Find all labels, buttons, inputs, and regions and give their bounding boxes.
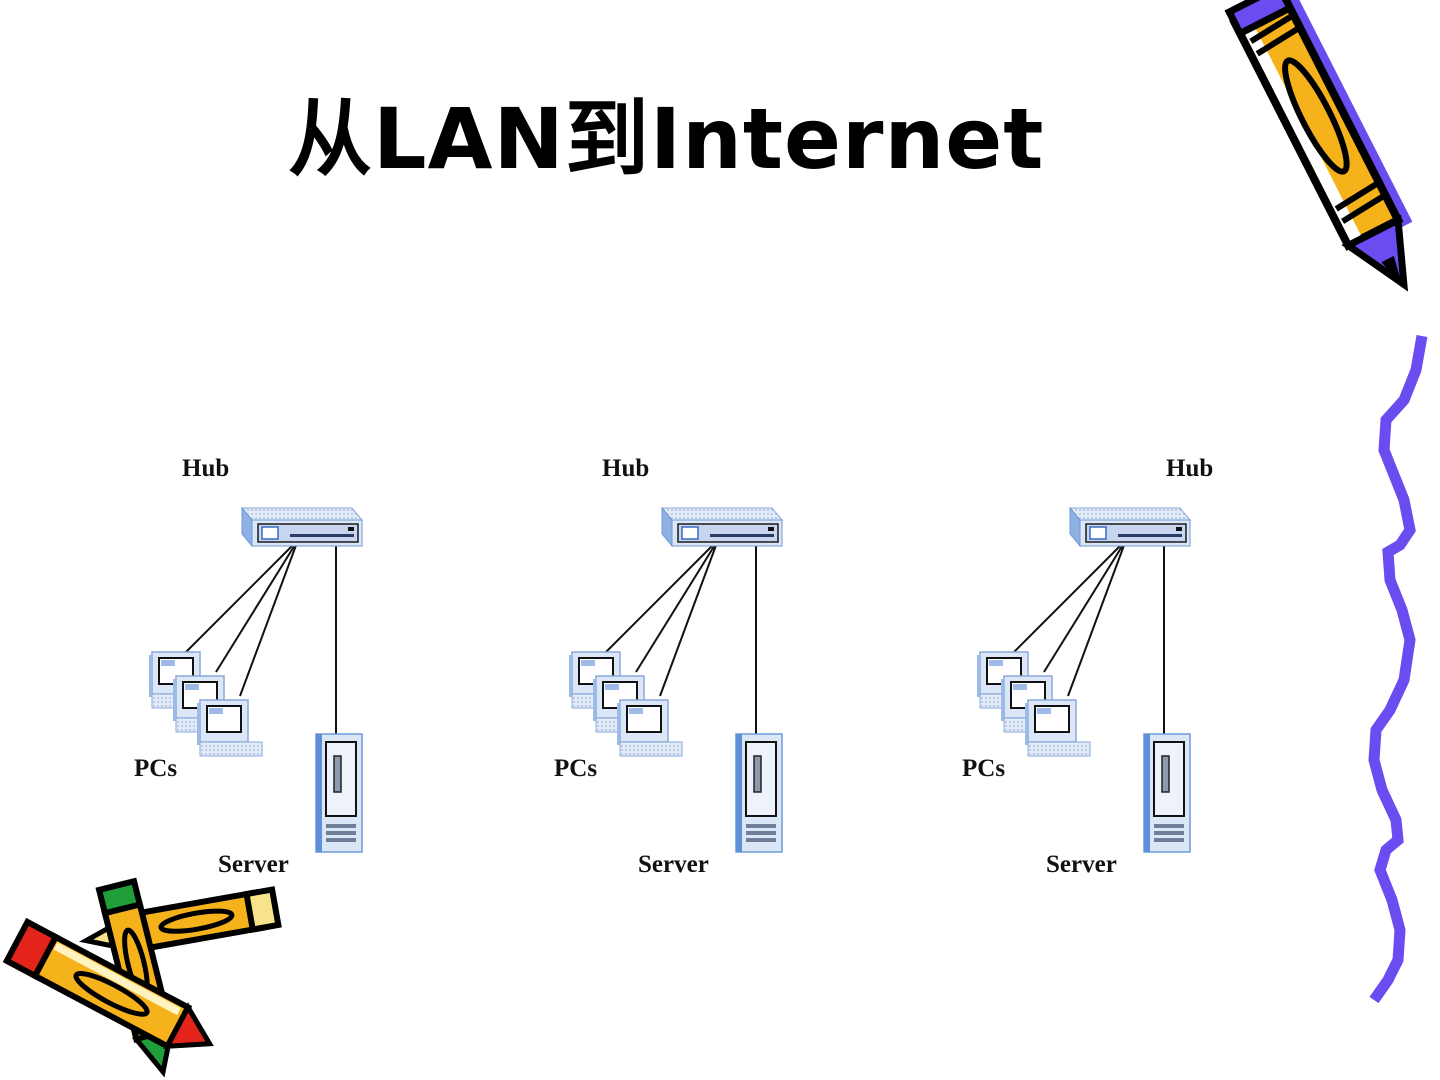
server-label: Server [1046, 851, 1117, 878]
pc-icon [1024, 699, 1091, 757]
pc-icon [568, 651, 635, 709]
hub-icon [241, 507, 363, 547]
pc-icon [172, 675, 239, 733]
pc-icon [592, 675, 659, 733]
pc-icon [148, 651, 215, 709]
pcs-label: PCs [554, 755, 598, 782]
server-label: Server [638, 851, 709, 878]
server-icon [315, 733, 363, 853]
hub-label: Hub [602, 455, 650, 482]
pc-icon [616, 699, 683, 757]
pc-icon [976, 651, 1043, 709]
pencil-icon [1224, 0, 1413, 292]
pc-icon [196, 699, 263, 757]
cable [179, 539, 337, 734]
hub-label: Hub [1166, 455, 1214, 482]
pcs-label: PCs [962, 755, 1006, 782]
cable [599, 539, 757, 734]
server-icon [1143, 733, 1191, 853]
crossed-pencils-icon [2, 877, 282, 1078]
pc-icon [1000, 675, 1067, 733]
slide-title: 从LAN到Internet [288, 90, 1045, 188]
server-icon [735, 733, 783, 853]
cable [1007, 539, 1165, 734]
hub-icon [661, 507, 783, 547]
hub-icon [1069, 507, 1191, 547]
pcs-label: PCs [134, 755, 178, 782]
squiggly-line [1368, 335, 1428, 1004]
hub-label: Hub [182, 455, 230, 482]
